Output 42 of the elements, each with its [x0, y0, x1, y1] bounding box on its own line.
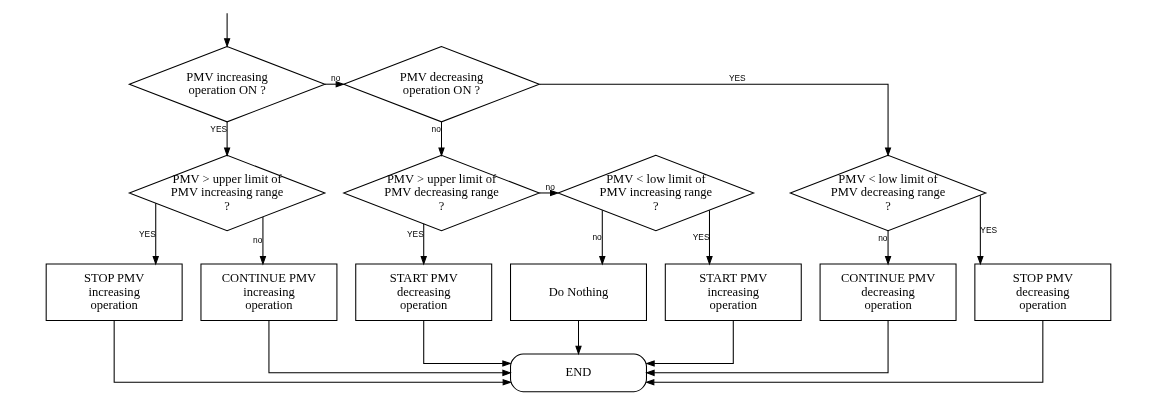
- arrow: [419, 223, 427, 266]
- arrow: [574, 320, 582, 356]
- node-box: START PMV increasing operation: [664, 263, 802, 322]
- arrow: [644, 320, 1043, 386]
- node-box: CONTINUE PMV decreasing operation: [819, 263, 957, 322]
- arrow: [259, 216, 266, 266]
- arrow: [884, 230, 891, 266]
- arrow: [151, 202, 159, 266]
- arrow: [538, 189, 559, 197]
- edge-label: no: [330, 73, 340, 84]
- node-box: START PMV decreasing operation: [354, 263, 492, 322]
- node-diamond: PMV < low limit of PMV increasing range ?: [556, 154, 755, 232]
- edge-label: YES: [728, 73, 746, 84]
- edge-label: no: [544, 182, 555, 193]
- node-box: STOP PMV decreasing operation: [973, 263, 1111, 322]
- node-diamond: PMV > upper limit of PMV increasing range ?: [127, 154, 326, 232]
- arrow: [437, 121, 445, 157]
- edge-label: no: [431, 124, 441, 135]
- node-box: Do Nothing: [509, 263, 647, 322]
- arrow: [705, 209, 713, 266]
- node-diamond: PMV > upper limit of PMV decreasing range ?: [341, 154, 541, 232]
- arrow: [223, 121, 230, 157]
- edge-label: no: [877, 232, 887, 243]
- arrow: [644, 320, 734, 367]
- arrow: [113, 320, 512, 386]
- edge-label: YES: [692, 232, 709, 243]
- arrow: [644, 320, 889, 377]
- node-diamond: PMV decreasing operation ON ?: [341, 46, 541, 123]
- node-box: CONTINUE PMV increasing operation: [199, 263, 337, 322]
- edge-label: no: [591, 232, 602, 243]
- edge-label: YES: [209, 124, 227, 135]
- arrow: [422, 320, 512, 367]
- node-box: END: [509, 353, 647, 393]
- arrow: [598, 209, 606, 266]
- arrow: [976, 194, 984, 266]
- node-diamond: PMV increasing operation ON ?: [127, 46, 326, 123]
- edge-label: no: [252, 235, 262, 246]
- arrow: [323, 80, 345, 88]
- node-box: STOP PMV increasing operation: [45, 263, 183, 322]
- arrow: [267, 320, 512, 377]
- arrow: [538, 83, 891, 157]
- arrow: [223, 12, 230, 48]
